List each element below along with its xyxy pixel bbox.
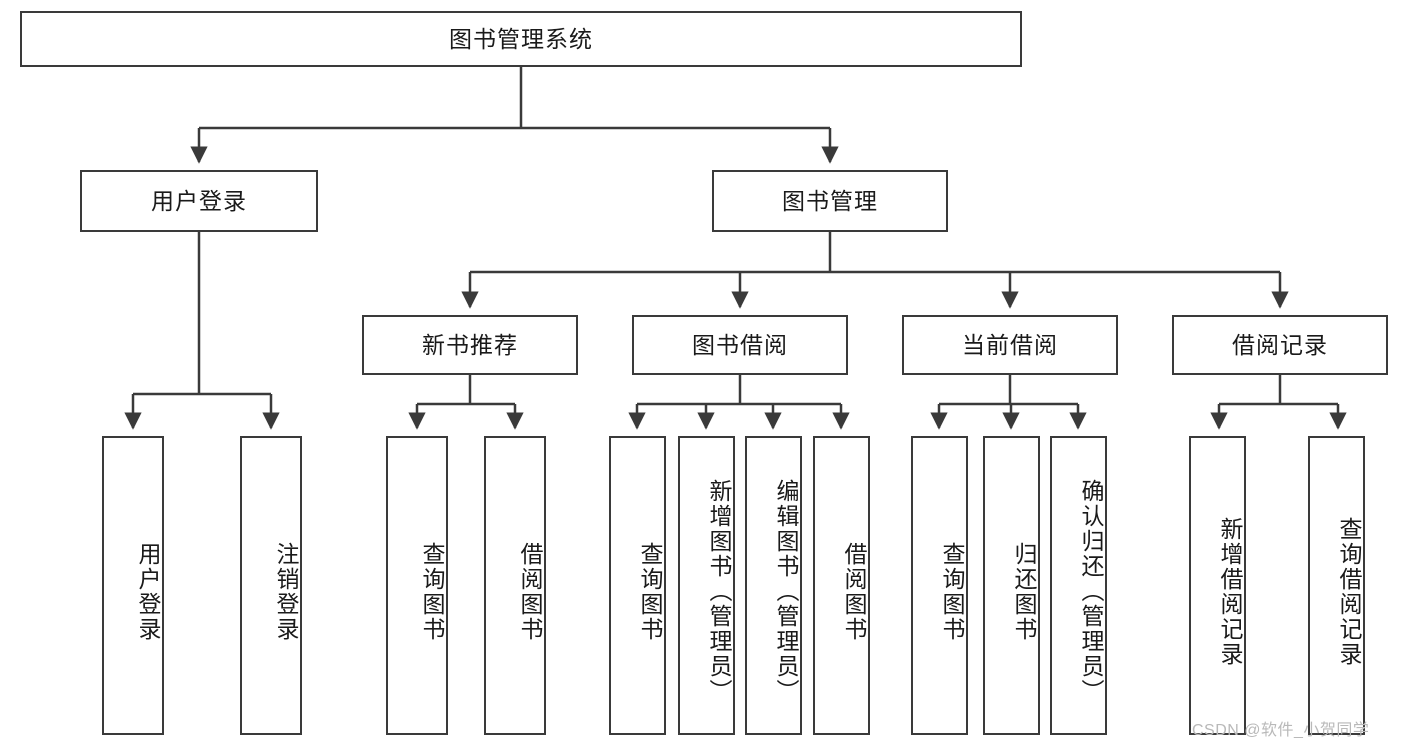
node-book-management[interactable]: 图书管理: [712, 170, 948, 232]
leaf-query-book-current[interactable]: 查询图书: [911, 436, 968, 735]
leaf-query-borrow-record[interactable]: 查询借阅记录: [1308, 436, 1365, 735]
node-user-login[interactable]: 用户登录: [80, 170, 318, 232]
node-new-book-recommendation[interactable]: 新书推荐: [362, 315, 578, 375]
leaf-user-login[interactable]: 用户登录: [102, 436, 164, 735]
leaf-borrow-book[interactable]: 借阅图书: [813, 436, 870, 735]
node-current-borrow[interactable]: 当前借阅: [902, 315, 1118, 375]
leaf-query-book-borrow[interactable]: 查询图书: [609, 436, 666, 735]
leaf-borrow-book-rec[interactable]: 借阅图书: [484, 436, 546, 735]
leaf-query-book-rec[interactable]: 查询图书: [386, 436, 448, 735]
leaf-add-borrow-record[interactable]: 新增借阅记录: [1189, 436, 1246, 735]
leaf-return-book[interactable]: 归还图书: [983, 436, 1040, 735]
leaf-logout[interactable]: 注销登录: [240, 436, 302, 735]
leaf-edit-book-admin[interactable]: 编辑图书（管理员）: [745, 436, 802, 735]
node-book-borrow[interactable]: 图书借阅: [632, 315, 848, 375]
node-borrow-record[interactable]: 借阅记录: [1172, 315, 1388, 375]
leaf-confirm-return-admin[interactable]: 确认归还（管理员）: [1050, 436, 1107, 735]
leaf-add-book-admin[interactable]: 新增图书（管理员）: [678, 436, 735, 735]
node-root[interactable]: 图书管理系统: [20, 11, 1022, 67]
